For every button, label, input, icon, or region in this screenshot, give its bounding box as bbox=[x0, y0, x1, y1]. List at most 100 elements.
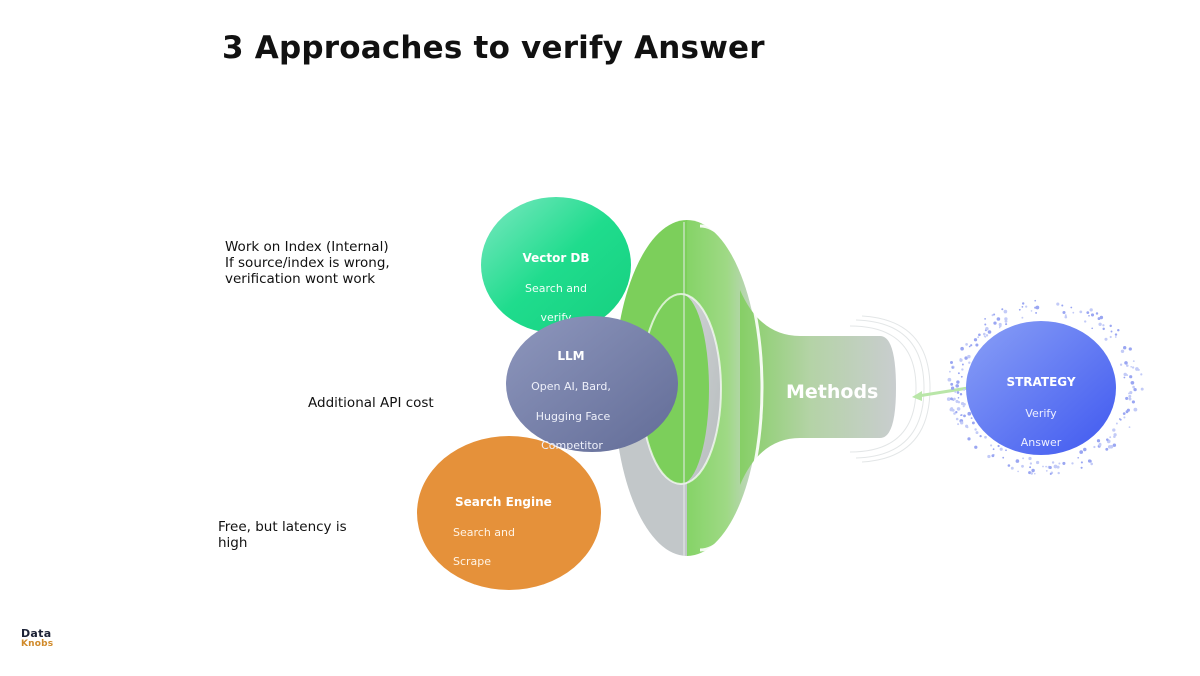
halo-dot bbox=[1133, 387, 1137, 392]
halo-dot bbox=[1117, 328, 1120, 332]
halo-dot bbox=[1098, 443, 1102, 447]
halo-dot bbox=[1090, 462, 1093, 466]
halo-dot bbox=[985, 334, 989, 337]
halo-dot bbox=[983, 332, 986, 336]
funnel-inner-grey bbox=[681, 294, 721, 484]
halo-dot bbox=[1109, 324, 1112, 328]
halo-dot bbox=[997, 444, 1000, 448]
halo-dot bbox=[1097, 317, 1101, 321]
halo-dot bbox=[1088, 314, 1090, 317]
halo-dot bbox=[1042, 465, 1044, 468]
halo-dot bbox=[1113, 433, 1117, 437]
strategy-node: STRATEGY Verify Answer bbox=[946, 299, 1144, 475]
halo-dot bbox=[1126, 374, 1129, 377]
halo-dot bbox=[961, 363, 964, 366]
halo-dot bbox=[1093, 445, 1096, 449]
halo-dot bbox=[955, 384, 959, 388]
halo-dot bbox=[1129, 391, 1133, 395]
halo-dot bbox=[991, 454, 995, 458]
halo-dot bbox=[950, 397, 953, 401]
halo-dot bbox=[1128, 347, 1132, 351]
halo-dot bbox=[1090, 313, 1095, 317]
halo-dot bbox=[1137, 368, 1140, 371]
halo-dot bbox=[1098, 322, 1102, 326]
halo-dot bbox=[1004, 319, 1008, 323]
strategy-arrow bbox=[912, 386, 969, 401]
halo-dot bbox=[1035, 305, 1040, 310]
halo-dot bbox=[985, 326, 989, 331]
halo-dot bbox=[1125, 396, 1129, 400]
halo-dot bbox=[984, 323, 987, 326]
halo-dot bbox=[1048, 465, 1052, 470]
approach-search-engine: Search Engine Search and Scrape bbox=[417, 436, 601, 590]
halo-dot bbox=[1099, 315, 1104, 320]
halo-dot bbox=[1056, 302, 1060, 306]
halo-dot bbox=[1112, 428, 1116, 432]
funnel-rings bbox=[849, 315, 931, 463]
halo-dot bbox=[987, 330, 992, 334]
halo-dot bbox=[1031, 468, 1035, 473]
search-engine-circle bbox=[417, 436, 601, 590]
halo-dot bbox=[956, 380, 960, 384]
halo-dot bbox=[949, 370, 951, 373]
halo-dot bbox=[974, 445, 978, 449]
halo-dot bbox=[1132, 360, 1135, 363]
halo-dot bbox=[1133, 407, 1138, 412]
halo-dot bbox=[956, 391, 960, 394]
halo-dot bbox=[1061, 304, 1064, 307]
halo-dot bbox=[1005, 323, 1008, 326]
halo-dot bbox=[1131, 400, 1135, 404]
halo-dot bbox=[970, 344, 973, 347]
halo-dot bbox=[1079, 310, 1083, 314]
halo-dot bbox=[959, 358, 963, 362]
halo-dot bbox=[955, 399, 959, 403]
llm-line: Competitor bbox=[541, 439, 603, 452]
halo-dot bbox=[1140, 387, 1144, 391]
logo-line-2: Knobs bbox=[21, 639, 54, 649]
halo-dot bbox=[951, 366, 954, 369]
page-title: 3 Approaches to verify Answer bbox=[222, 30, 765, 66]
approach-vector-db: Vector DB Search and verify bbox=[481, 197, 631, 333]
halo-dot bbox=[1096, 439, 1101, 443]
halo-dot bbox=[1045, 465, 1047, 468]
llm-line: Open AI, Bard, bbox=[531, 380, 611, 393]
halo-dot bbox=[1005, 449, 1007, 452]
halo-dot bbox=[950, 382, 954, 386]
halo-dot bbox=[1102, 324, 1105, 327]
search-engine-line: Scrape bbox=[453, 555, 491, 568]
funnel-tube bbox=[740, 290, 896, 485]
halo-dot bbox=[1053, 464, 1058, 469]
halo-dot bbox=[1007, 464, 1011, 467]
halo-dot bbox=[998, 326, 1001, 329]
halo-dot bbox=[973, 338, 978, 342]
halo-dot bbox=[1029, 466, 1032, 469]
datakno bs-logo: Data Knobs bbox=[21, 628, 54, 649]
halo-dot bbox=[1114, 336, 1117, 338]
halo-dot bbox=[1104, 337, 1108, 341]
halo-dot bbox=[1110, 330, 1113, 333]
halo-dot bbox=[1017, 470, 1019, 473]
halo-dot bbox=[1022, 457, 1025, 460]
halo-dot bbox=[1107, 445, 1112, 449]
halo-dot bbox=[999, 447, 1003, 451]
search-engine-heading: Search Engine bbox=[455, 495, 552, 509]
halo-dot bbox=[1010, 466, 1014, 470]
halo-dot bbox=[960, 421, 964, 425]
halo-dot bbox=[1071, 462, 1074, 465]
halo-dot bbox=[1087, 459, 1092, 463]
halo-dot bbox=[1003, 309, 1008, 314]
halo-dot bbox=[1129, 375, 1133, 379]
halo-dot bbox=[1051, 461, 1055, 464]
halo-dot bbox=[1025, 305, 1028, 308]
halo-dot bbox=[1128, 397, 1132, 401]
halo-dot bbox=[1131, 366, 1135, 369]
halo-dot bbox=[970, 417, 973, 420]
halo-dot bbox=[1035, 460, 1040, 465]
halo-dot bbox=[974, 428, 977, 431]
halo-dot bbox=[957, 423, 960, 426]
halo-dot bbox=[983, 335, 986, 338]
halo-dot bbox=[1030, 310, 1033, 312]
halo-dot bbox=[967, 437, 971, 441]
halo-dot bbox=[1130, 380, 1135, 385]
